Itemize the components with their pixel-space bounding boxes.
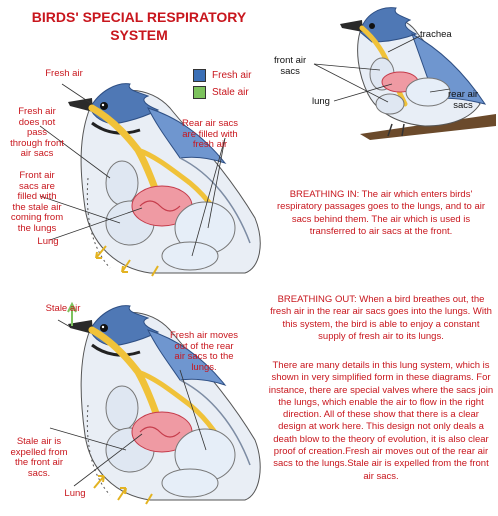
breathing-in-text: BREATHING IN: The air which enters birds… [276,189,486,237]
label-front-sacs-filled: Front air sacs are filled with the stale… [10,170,64,234]
bird-diagram-inhale [39,83,261,277]
legend-swatch-stale [193,86,206,99]
page-title: BIRDS' SPECIAL RESPIRATORY SYSTEM [31,9,247,43]
label-rear-air-sacs: rear air sacs [448,89,479,111]
legend-label-fresh: Fresh air [212,70,252,81]
label-fresh-moves: Fresh air moves out of the rear air sacs… [169,330,239,373]
label-lung-2: lung [312,96,330,107]
breathing-out-text: BREATHING OUT: When a bird breathes out,… [270,294,492,342]
label-lung-3: Lung [64,488,86,499]
label-lung-1: Lung [37,236,59,247]
label-stale-air: Stale air [45,303,81,314]
legend-item-stale: Stale air [193,85,251,100]
legend-swatch-fresh [193,69,206,82]
label-front-air-sacs: front air sacs [274,55,307,77]
details-text: There are many details in this lung syst… [268,360,494,482]
label-rear-sacs-filled: Rear air sacs are filled with fresh air [182,118,238,150]
legend-item-fresh: Fresh air [193,68,251,83]
label-stale-expelled: Stale air is expelled from the front air… [10,436,68,479]
label-fresh-air: Fresh air [45,68,83,79]
bird-diagram-exhale [49,301,261,505]
label-fresh-not-pass: Fresh air does not pass through front ai… [10,106,64,159]
bird-diagram-overview [313,7,496,140]
label-trachea: trachea [420,29,452,40]
legend-label-stale: Stale air [212,87,249,98]
legend: Fresh air Stale air [193,68,251,100]
